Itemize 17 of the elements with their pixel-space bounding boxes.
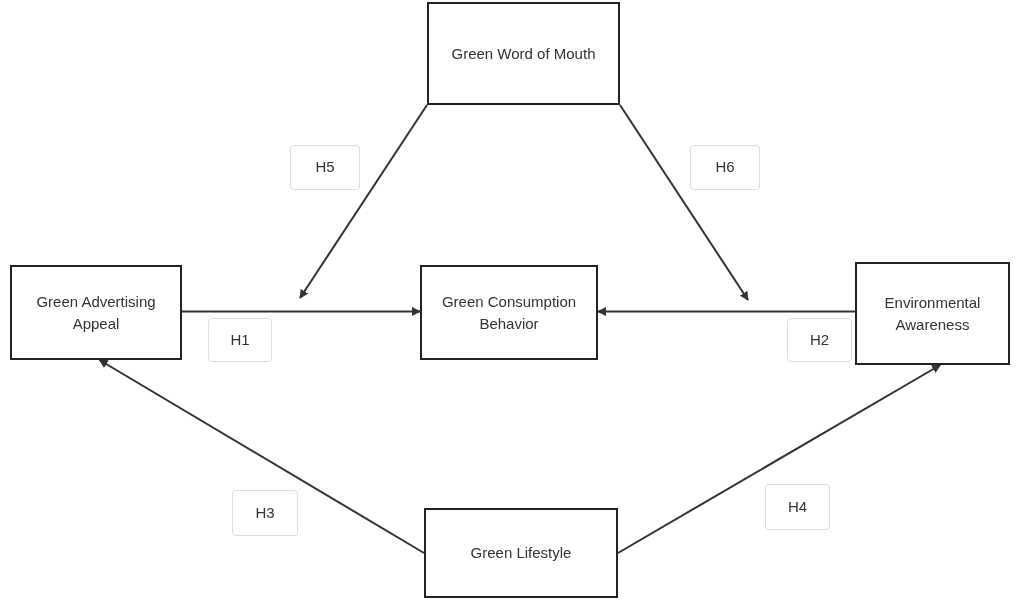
- arrow: [619, 104, 749, 301]
- arrow: [98, 359, 425, 554]
- construct-box: Environmental Awareness: [855, 262, 1010, 365]
- hypothesis-label: H1: [208, 318, 272, 362]
- hypothesis-label: H6: [690, 145, 760, 190]
- arrow: [181, 307, 421, 317]
- construct-box: Green Consumption Behavior: [420, 265, 598, 360]
- construct-box: Green Word of Mouth: [427, 2, 620, 105]
- construct-box: Green Lifestyle: [424, 508, 618, 598]
- construct-box: Green Advertising Appeal: [10, 265, 182, 360]
- arrow: [617, 364, 942, 554]
- arrow: [597, 307, 856, 317]
- arrow: [299, 104, 428, 299]
- hypothesis-label: H4: [765, 484, 830, 530]
- hypothesis-label: H3: [232, 490, 298, 536]
- hypothesis-label: H2: [787, 318, 852, 362]
- hypothesis-label: H5: [290, 145, 360, 190]
